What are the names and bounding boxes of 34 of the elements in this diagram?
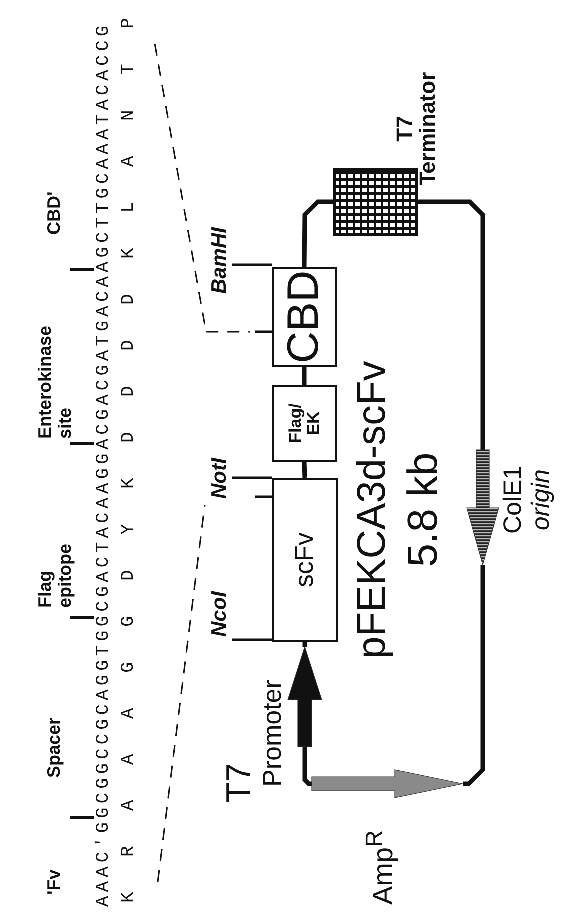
terminator-block [333,168,418,236]
dna-sequence: AAAC'GGCGGCCGCAGGTGGCGACTACAAGGACGACGATGACAAGCTTGCAAATACACCG [95,22,115,907]
feature-label: Flag/ EK [286,402,322,446]
feature-box [272,478,338,642]
plasmid-name: pFEKCA3d-scFv [350,360,394,661]
backbone-line [302,747,312,786]
promoter-symbol [288,647,322,747]
feature-label: scFv [291,532,319,588]
feature-label: T7 [222,762,258,803]
feature-box [272,267,337,367]
feature-label: T7 Terminator [393,71,440,188]
feature-label: origin [528,468,554,533]
feature-label: CBD [281,270,328,364]
backbone-line [463,565,486,786]
backbone-line [418,200,486,450]
region-label: Spacer [45,718,65,778]
restriction-site-label: NotI [208,458,232,499]
region-label: Flag epitope [36,542,76,608]
backbone-line [302,462,308,478]
feature-label: Promoter [259,679,286,787]
resistance-gene-symbol [312,770,463,798]
amino-acid-sequence: K R A A A G G D Y K D D D D K L A N T P [120,6,140,903]
region-label: 'Fv [45,870,65,895]
backbone-line [302,367,307,385]
restriction-site-label: BamHI [208,227,232,294]
region-label: Enterokinase site [36,324,76,439]
feature-label: ColE1 [500,464,526,536]
restriction-site-label: NcoI [208,591,232,637]
origin-symbol [467,450,499,565]
plasmid-size: 5.8 kb [400,452,446,570]
region-label: CBD' [45,192,65,235]
backbone-line [302,642,308,647]
feature-box [272,385,337,462]
backbone-line [302,200,333,268]
